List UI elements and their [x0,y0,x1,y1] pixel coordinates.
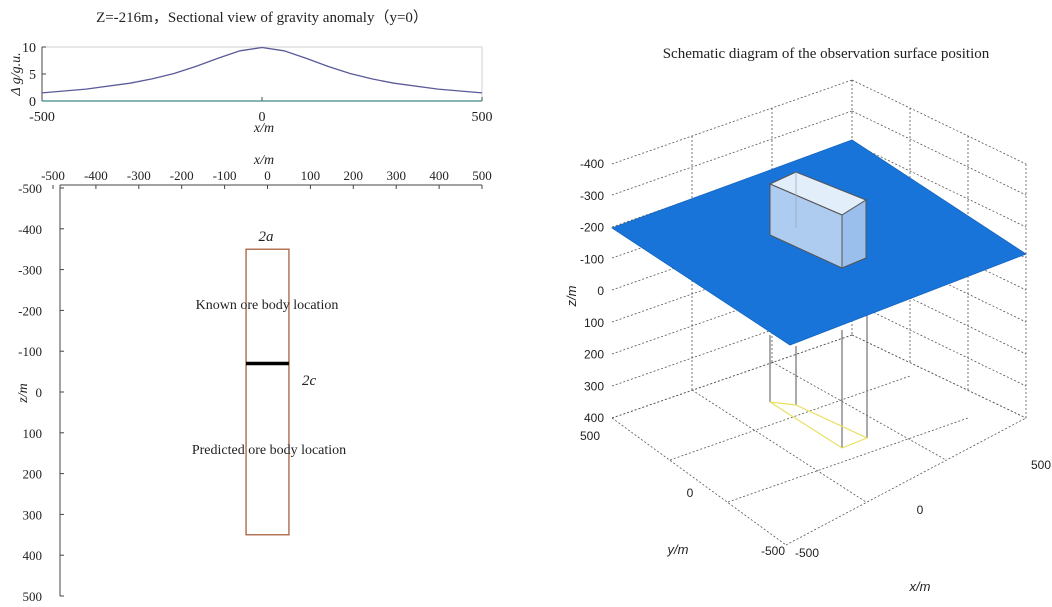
gravity-profile-ytick-label: 5 [29,68,36,83]
3d-ztick-label: 0 [597,284,604,298]
section-ztick-label: -500 [18,181,42,196]
gravity-profile-ylabel: Δ g/g.u. [9,52,24,96]
section-ztick-label: 500 [23,589,43,604]
3d-ztick-label: 200 [584,348,604,362]
section-ztick-label: -300 [18,263,42,278]
predicted-ore-body-label: Predicted ore body location [192,443,346,458]
3d-z-ticks: -400 -300 -200 -100 0 100 200 300 400 [580,157,604,425]
gravity-profile-ytick-label: 0 [29,95,36,110]
observation-surface-title: Schematic diagram of the observation sur… [663,46,990,62]
section-view-chart: x/m -500 -400 -300 -200 -100 0 100 200 300 400 500… [16,153,492,604]
section-xtick-label: -300 [127,168,151,183]
3d-ztick-label: -200 [580,221,604,235]
section-ztick-label: 400 [23,548,43,563]
section-x-ticks: -500 -400 -300 -200 -100 0 100 200 300 400 500 [41,168,492,189]
3d-ztick-label: -400 [580,157,604,171]
3d-ztick-label: 100 [584,316,604,330]
section-ztick-label: 200 [23,467,43,482]
section-xlabel-top: x/m [253,153,274,168]
section-zlabel: z/m [16,383,31,403]
ore-column-lower [769,298,868,448]
3d-xtick: 0 [917,503,924,517]
section-xtick-label: 100 [301,168,321,183]
3d-xtick: 500 [1031,458,1051,472]
section-xtick-label: -100 [213,168,237,183]
3d-ytick: -500 [761,544,785,558]
3d-ztick-label: -300 [580,189,604,203]
section-ztick-label: -400 [18,222,42,237]
known-ore-body-label: Known ore body location [196,298,339,313]
gravity-profile-plot-area [41,46,483,102]
section-xtick-label: 0 [264,168,271,183]
3d-xtick: -500 [795,546,819,560]
gravity-profile-xlabel: x/m [253,121,274,136]
section-xtick-label: -400 [84,168,108,183]
3d-zlabel: z/m [564,285,579,307]
section-xtick-label: 300 [386,168,406,183]
3d-xlabel: x/m [909,579,931,594]
ore-column-upper [768,171,868,269]
observation-surface-3d-chart: Schematic diagram of the observation sur… [564,46,1051,594]
label-2a: 2a [259,229,274,245]
3d-ytick: 0 [687,486,694,500]
section-ztick-label: 300 [23,507,43,522]
label-2c: 2c [302,373,317,389]
section-xtick-label: -200 [170,168,194,183]
gravity-profile-title: Z=-216m，Sectional view of gravity anomal… [96,9,428,26]
gravity-profile-xtick-label: 500 [472,110,493,125]
ore-column-base [769,401,869,449]
gravity-profile-xtick-label: -500 [29,110,55,125]
section-xtick-label: 400 [429,168,449,183]
3d-ztick-label: -100 [580,252,604,266]
3d-ylabel: y/m [667,542,689,557]
section-z-ticks: -500 -400 -300 -200 -100 0 100 200 300 400 500 [18,181,64,604]
section-ztick-label: 100 [23,426,43,441]
gravity-profile-xtick-label: 0 [259,110,266,125]
section-ztick-label: -100 [18,344,42,359]
3d-ztick-label: 400 [584,411,604,425]
gravity-profile-ytick-label: 10 [22,41,36,56]
section-ztick-label: 0 [36,385,43,400]
section-xtick-label: 200 [344,168,364,183]
gravity-anomaly-curve [41,46,483,94]
gravity-profile-chart: Z=-216m，Sectional view of gravity anomal… [9,9,493,136]
3d-ztick-label: 300 [584,379,604,393]
gravity-profile-y-ticks: 0 5 10 [22,41,46,110]
ore-body-outline [245,248,290,536]
section-xtick-label: 500 [472,168,492,183]
section-ztick-label: -200 [18,303,42,318]
3d-ytick: 500 [580,429,600,443]
section-xtick-label: -500 [41,168,65,183]
